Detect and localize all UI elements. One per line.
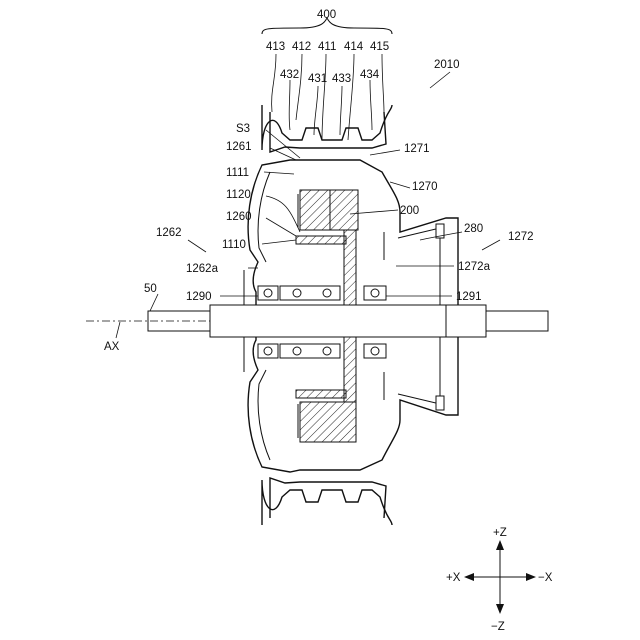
axis-plus-x: +X bbox=[446, 572, 461, 584]
axis-plus-z: +Z bbox=[493, 527, 507, 539]
label-1262: 1262 bbox=[156, 227, 182, 239]
label-1291: 1291 bbox=[456, 291, 482, 303]
arrow-up-icon bbox=[496, 540, 504, 550]
label-433: 433 bbox=[332, 73, 351, 85]
label-414: 414 bbox=[344, 41, 364, 53]
arrow-down-icon bbox=[496, 604, 504, 614]
label-400: 400 bbox=[317, 9, 336, 21]
arrow-left-icon bbox=[464, 573, 474, 581]
label-432: 432 bbox=[280, 69, 299, 81]
arrow-right-icon bbox=[526, 573, 536, 581]
label-1261: 1261 bbox=[226, 141, 252, 153]
label-2010: 2010 bbox=[434, 59, 460, 71]
reference-labels: 400 413 412 411 414 415 432 431 433 434 … bbox=[104, 9, 534, 353]
label-413: 413 bbox=[266, 41, 285, 53]
label-1270: 1270 bbox=[412, 181, 438, 193]
label-200: 200 bbox=[400, 205, 419, 217]
label-280: 280 bbox=[464, 223, 483, 235]
label-50: 50 bbox=[144, 283, 157, 295]
label-1120: 1120 bbox=[226, 189, 251, 201]
label-1290: 1290 bbox=[186, 291, 212, 303]
label-1111: 1111 bbox=[226, 167, 249, 179]
label-1262a: 1262a bbox=[186, 263, 219, 275]
label-1260: 1260 bbox=[226, 211, 252, 223]
label-1272: 1272 bbox=[508, 231, 534, 243]
label-431: 431 bbox=[308, 73, 327, 85]
label-434: 434 bbox=[360, 69, 380, 81]
label-1271: 1271 bbox=[404, 143, 430, 155]
label-AX: AX bbox=[104, 341, 120, 353]
label-1272a: 1272a bbox=[458, 261, 491, 273]
axis-minus-x: −X bbox=[538, 572, 553, 584]
label-S3: S3 bbox=[236, 123, 250, 135]
label-411: 411 bbox=[318, 41, 336, 53]
axis-minus-z: −Z bbox=[491, 621, 505, 633]
label-415: 415 bbox=[370, 41, 389, 53]
axes-indicator: +Z −Z +X −X bbox=[446, 527, 553, 633]
label-1110: 1110 bbox=[222, 239, 246, 251]
label-412: 412 bbox=[292, 41, 311, 53]
